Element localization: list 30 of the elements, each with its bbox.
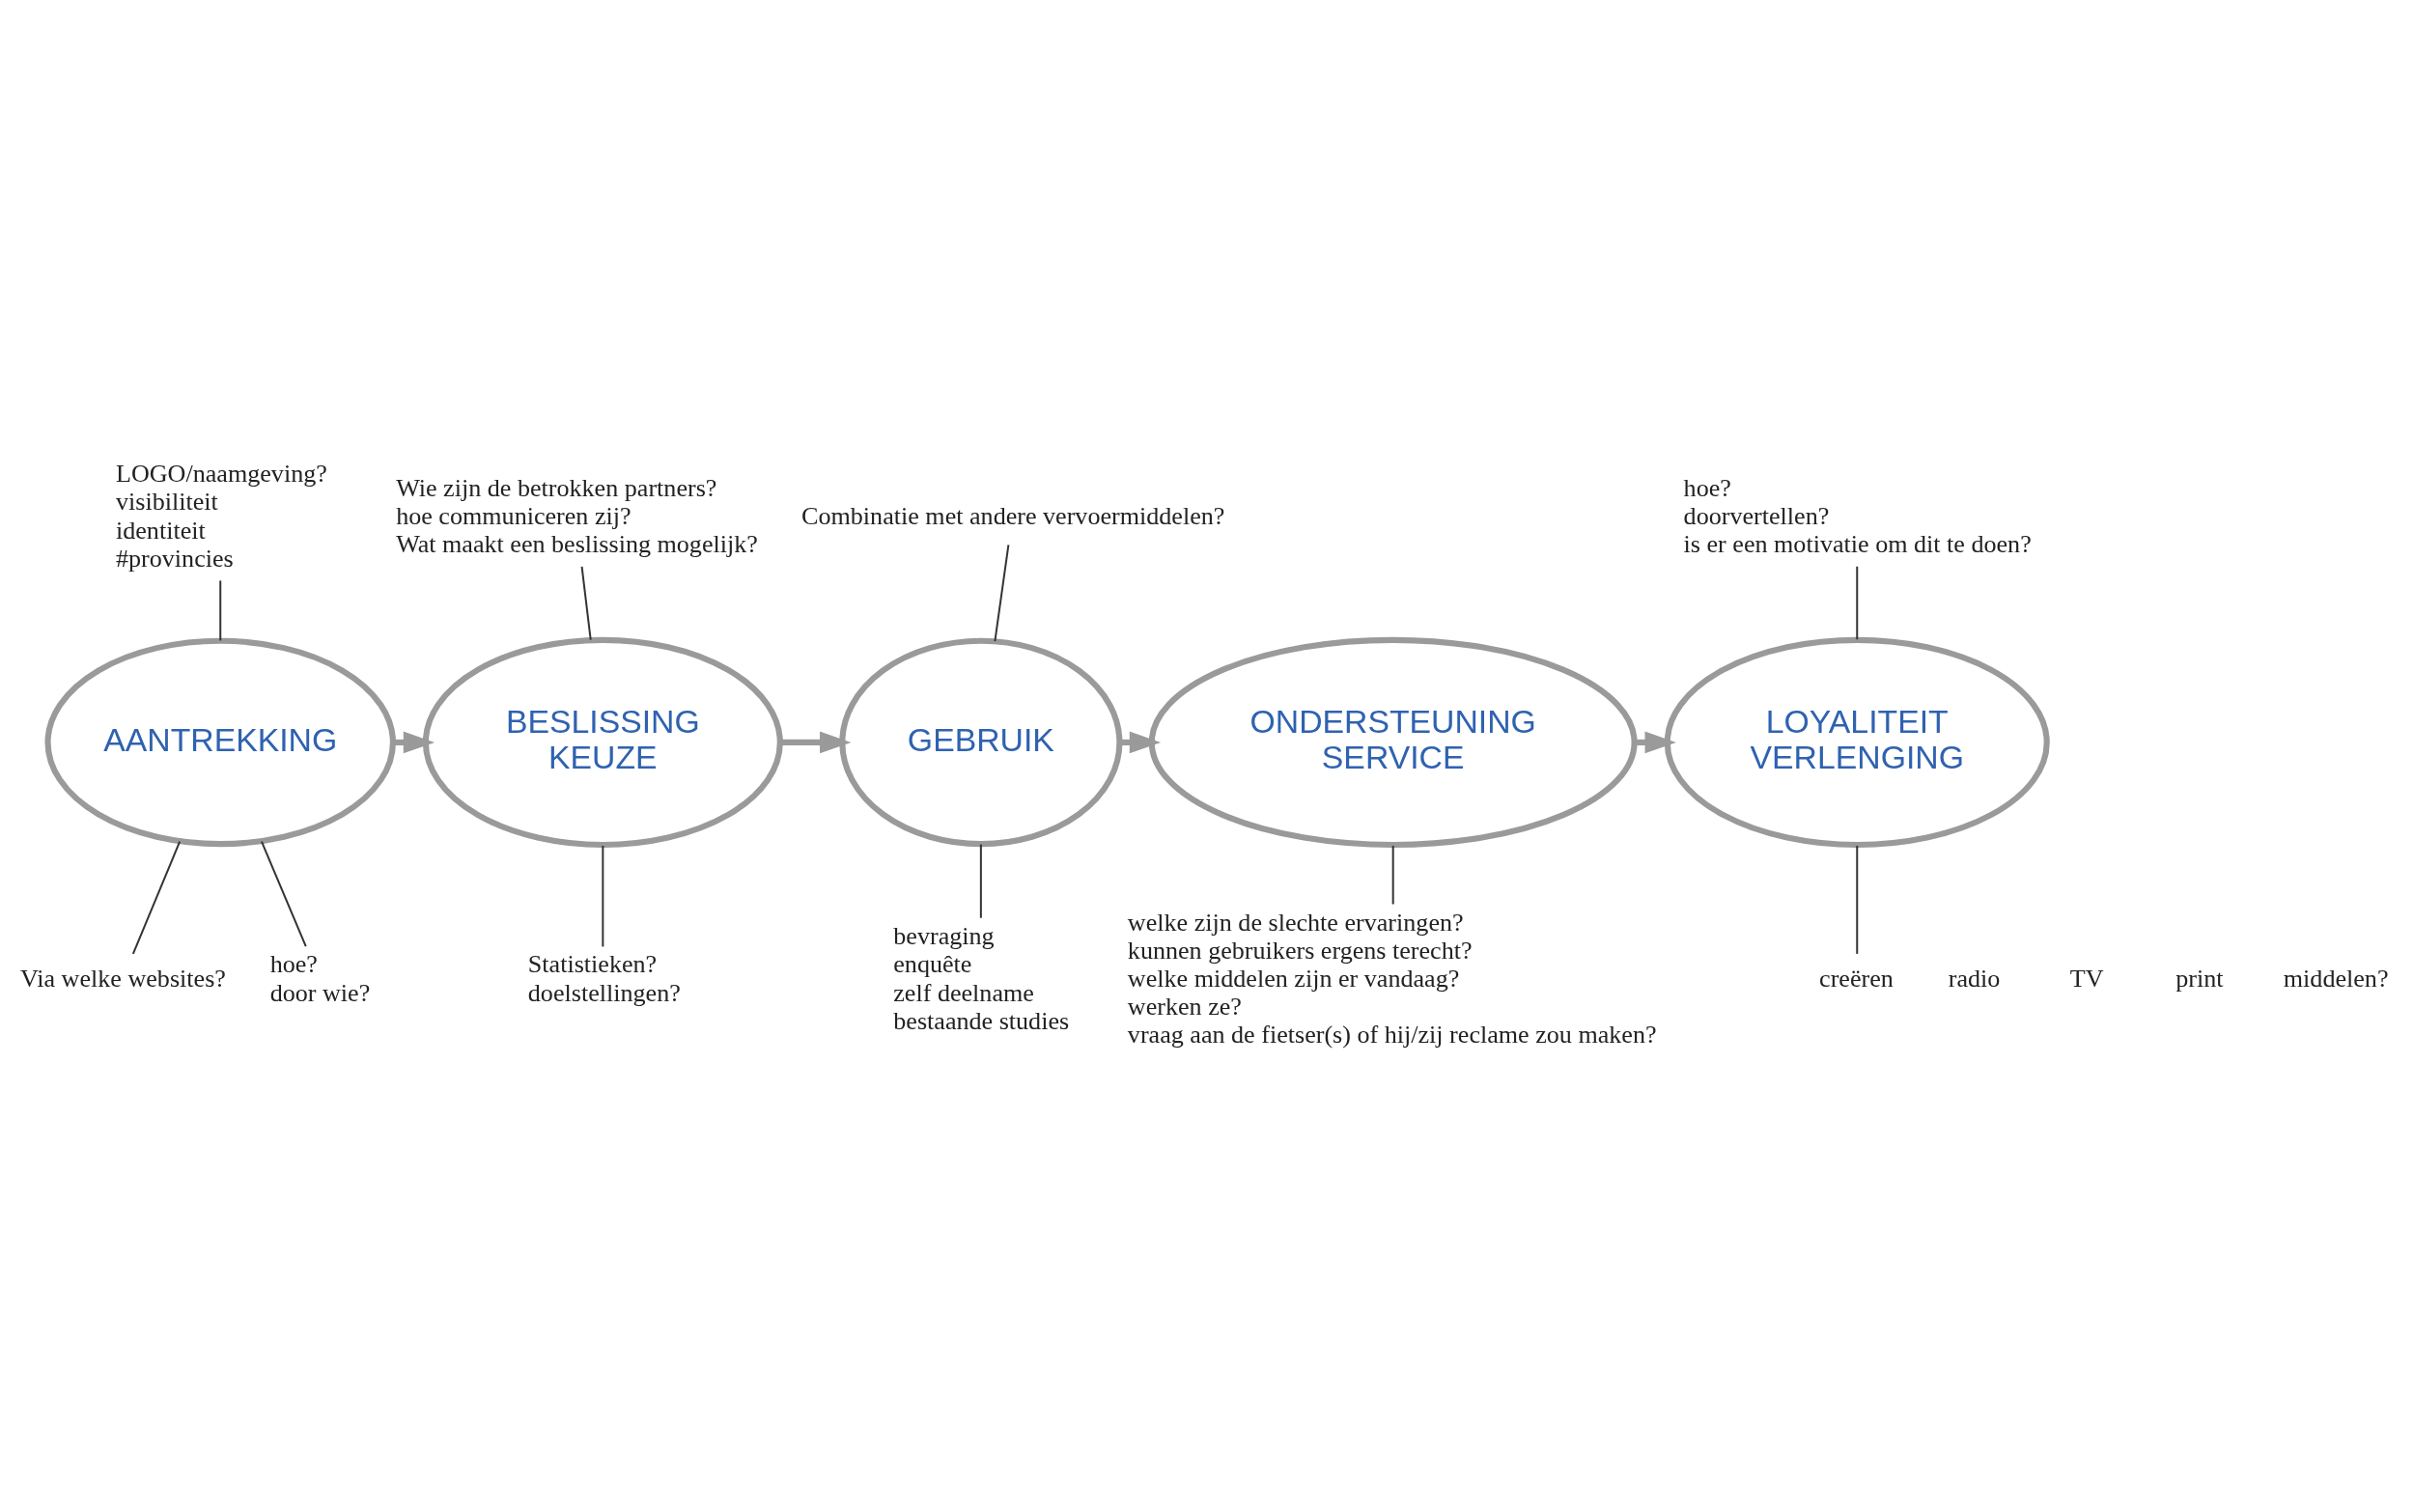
node-text: Combinatie met andere vervoermiddelen? [801,501,1225,530]
node-text: creëren [1819,964,1894,993]
node-text: Wie zijn de betrokken partners? hoe communiceren zij? Wat maakt een beslissing mogelijk? [396,473,758,558]
connector [580,565,592,641]
label: radio [1948,964,2001,993]
arrow [779,731,852,753]
connector [979,843,982,919]
label: TV [2069,964,2104,993]
connector [260,840,307,947]
node-ellipse: ONDERSTEUNING SERVICE [1148,636,1638,848]
node-ellipse: AANTREKKING [44,637,396,847]
label: middelen? [2283,964,2389,993]
connector [602,844,604,947]
connector [1856,844,1859,955]
connector [1391,844,1394,905]
node-ellipse: BESLISSING KEUZE [422,636,783,848]
connector [1856,565,1859,640]
node-text: welke zijn de slechte ervaringen? kunnen gebruikers ergens terecht? welke middelen zijn er vandaag? werken ze? vraag aan de fietser(s) of hij/zij reclame zou maken? [1127,908,1657,1049]
node-text: hoe? door wie? [269,950,371,1007]
node-text: hoe? doorvertellen? is er een motivatie om dit te doen? [1683,473,2032,558]
connector [131,840,182,955]
node-text: Via welke websites? [19,964,226,993]
node-text: LOGO/naamgeving? visibiliteit identiteit #provincies [115,459,327,573]
connector [994,543,1010,642]
node-ellipse: LOYALITEIT VERLENGING [1664,636,2050,848]
connector [219,578,222,641]
label: print [2175,964,2224,993]
node-text: Statistieken? doelstellingen? [527,950,681,1007]
node-text: bevraging enquête zelf deelname bestaande studies [893,921,1070,1035]
node-ellipse: GEBRUIK [839,637,1123,847]
